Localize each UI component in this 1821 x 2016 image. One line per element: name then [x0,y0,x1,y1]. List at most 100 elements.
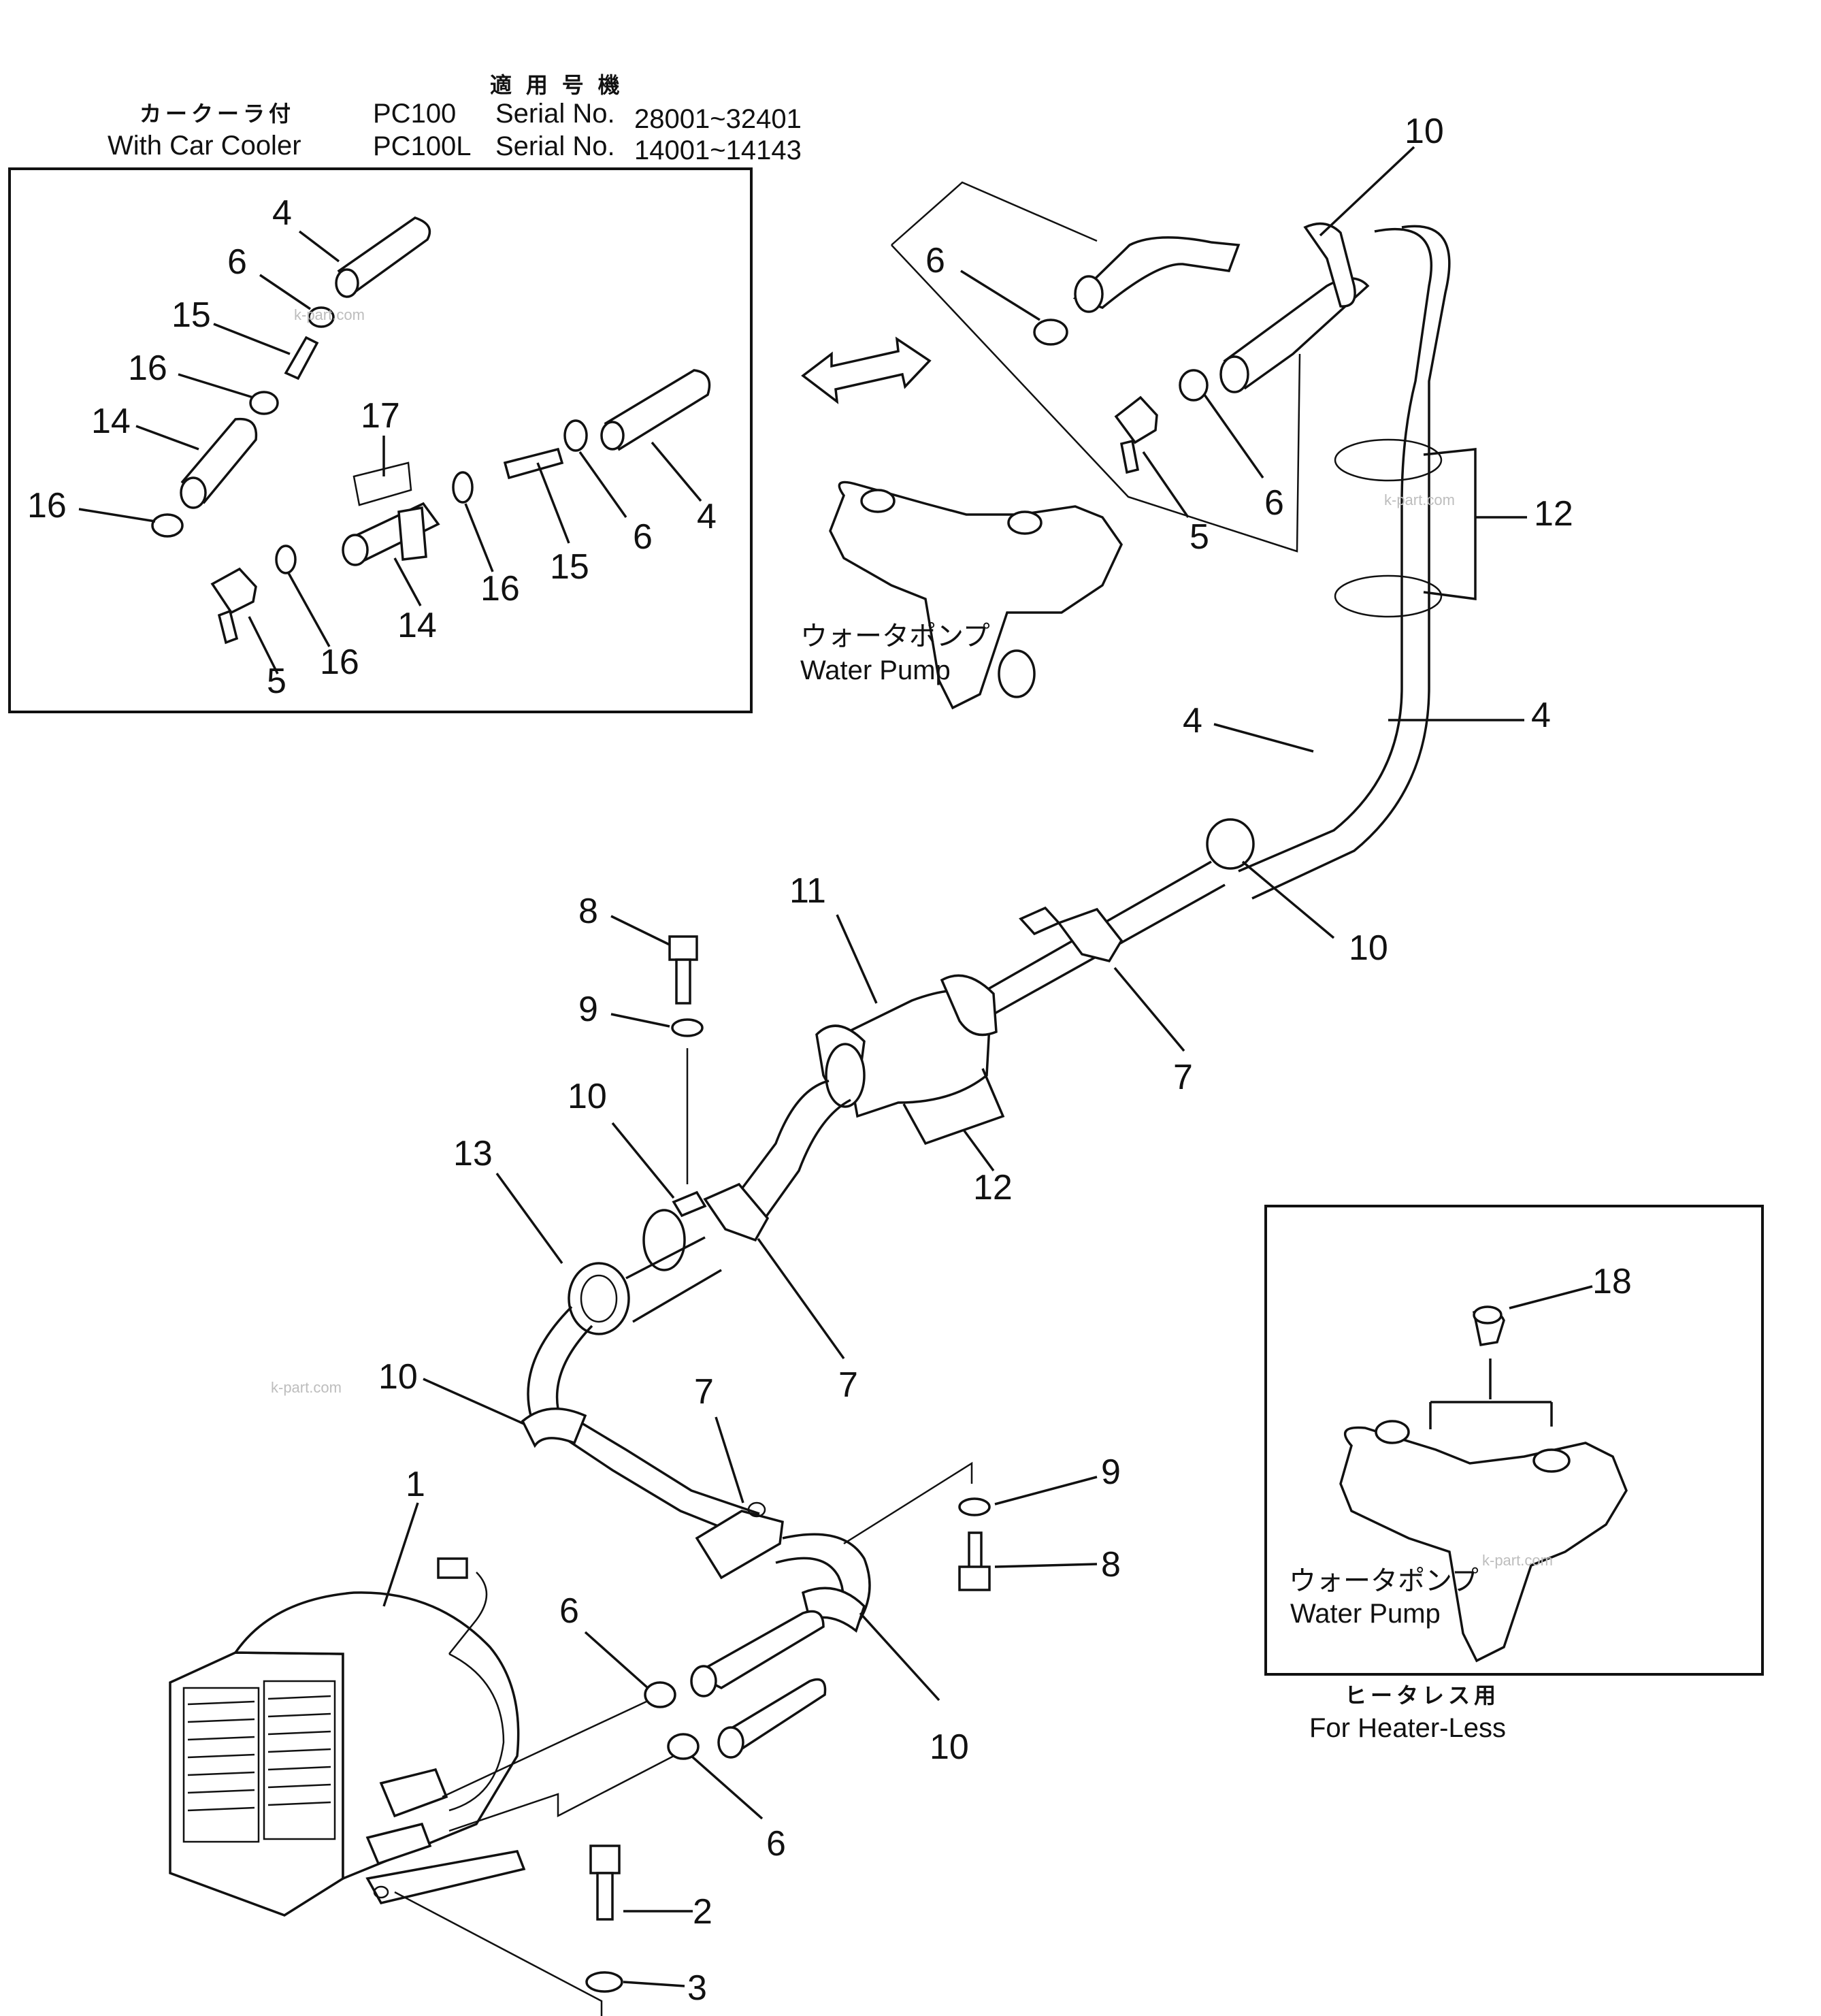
tee-14-inset-branch [397,506,427,561]
leader-14 [135,425,199,451]
model-pc100l: PC100L [373,131,472,161]
clamp-6-inset-top [308,306,335,328]
protector-12-ring-a [1334,438,1443,482]
clamp-6-inset-right [563,419,588,452]
pump-hose-lower-end [1219,355,1249,393]
heater-pipe-lower [365,1822,432,1866]
leader-9-lower [994,1476,1098,1506]
clamp-7-bottom-hole [747,1501,766,1518]
heater-hose-axis-b [448,1755,674,1832]
leader-11 [836,914,878,1004]
heater-mount-bracket [365,1850,526,1905]
hose-grommet-lower [632,1269,722,1323]
callout-18: 18 [1592,1262,1632,1301]
model-pc100: PC100 [373,99,456,129]
water-pump-area: ウォータポンプ Water Pump 10 6 5 6 12 4 4 10 k-… [800,112,1573,968]
bolt-2-axis [394,1891,603,2016]
elbow-5-inset [210,567,257,615]
callout-inset-16-c: 16 [320,643,359,682]
callout-7-bottom: 7 [694,1372,714,1412]
clamp-6-pump-b [1179,369,1209,402]
leader-15-b [536,462,570,544]
leader-16-d [464,503,494,572]
water-pump-body-top [829,481,1123,710]
loop-hose-inner [555,1324,760,1515]
leader-12-top [1423,448,1527,600]
heater-less-label: For Heater-Less [1309,1713,1506,1743]
bolt-8-upper-head [668,935,698,961]
watermark-top: k-part.com [1384,491,1455,508]
valve-11-inlet [825,1043,866,1108]
heater-less-jp: ヒータレス用 [1345,1683,1500,1708]
washer-9-lower [958,1497,991,1516]
clamp-10-loop [521,1408,587,1448]
water-pump-label-inset: Water Pump [1290,1599,1441,1629]
water-pump-jp-inset: ウォータポンプ [1289,1566,1479,1596]
callout-10-top: 10 [1405,112,1444,151]
hose-grommet-upper [625,1236,706,1280]
leader-18 [1509,1285,1593,1310]
heater-front-panel [169,1651,344,1917]
clamp-16-inset-a [249,391,279,415]
plug-18-top [1473,1305,1503,1324]
leader-16-b [78,508,156,523]
bolt-2-head [589,1844,621,1874]
watermark-inset: k-part.com [294,306,365,323]
leader-6 [259,274,311,310]
clamp-16-inset-d [452,471,474,504]
callout-inset-15-b: 15 [550,547,589,587]
heater-fan-outline [448,1653,505,1812]
clamp-7-lower-tab [672,1190,707,1218]
leader-6-pump-b [1203,393,1264,479]
leader-7-mid [757,1237,845,1360]
leader-7-upper [1113,966,1185,1052]
heater-pipe-upper [379,1768,448,1818]
callout-2: 2 [693,1892,712,1932]
heater-housing [233,1591,520,1881]
callout-7-upper: 7 [1173,1058,1193,1097]
double-arrow-icon [801,336,932,404]
callout-6-pump-b: 6 [1264,483,1284,523]
with-car-cooler: With Car Cooler [108,131,301,161]
leader-8-upper [610,915,670,946]
serial-label-1: Serial No. [495,99,615,129]
clamp-10-lower-mid [642,1209,686,1271]
callout-inset-14: 14 [91,402,131,441]
bolt-8-lower-axis [843,1461,973,1545]
leader-4 [298,230,340,263]
serial-range-2: 14001~14143 [634,135,802,165]
leader-6-heater-b [690,1755,764,1820]
leader-6-heater-a [584,1631,649,1689]
clamp-10-top [1303,222,1356,308]
callout-6-heater-b: 6 [766,1824,786,1864]
callout-3: 3 [687,1968,707,2008]
callout-4-left: 4 [1183,701,1202,741]
main-hose-4-right-edge [1251,225,1451,900]
leader-1 [382,1502,419,1607]
heater-grille-slats [187,1695,331,1812]
washer-3 [585,1971,623,1993]
heater-hose-axis-a [442,1700,647,1798]
leader-16-c [287,572,331,647]
pump-hose-upper [1072,236,1241,309]
serial-range-1: 28001~32401 [634,104,802,134]
callout-10-bottom: 10 [930,1727,969,1767]
connector-15-inset-top [284,336,319,380]
pump-bracket-lines [891,244,1301,553]
clamp-7-bottom [695,1510,784,1580]
heater-hose-lower-end [717,1726,744,1759]
leader-16-a [178,373,254,399]
hose-14-inset-a-end [180,476,207,509]
leader-10-bottom [859,1612,940,1702]
callout-inset-14-b: 14 [397,606,437,645]
protector-12-ring-b [1334,574,1443,618]
hose-4-inset-right [604,369,711,451]
leader-10-top [1319,146,1415,237]
bolt-2-shank [596,1872,614,1921]
callout-1: 1 [406,1465,425,1504]
callout-4-right: 4 [1531,696,1551,735]
clamp-16-inset-c [275,544,297,574]
hose-valve-down-left-edge [734,1079,830,1199]
callout-6-heater-a: 6 [559,1591,579,1631]
inset-car-cooler: 4 6 15 16 14 17 16 5 16 14 16 15 6 4 k-p… [8,167,753,713]
